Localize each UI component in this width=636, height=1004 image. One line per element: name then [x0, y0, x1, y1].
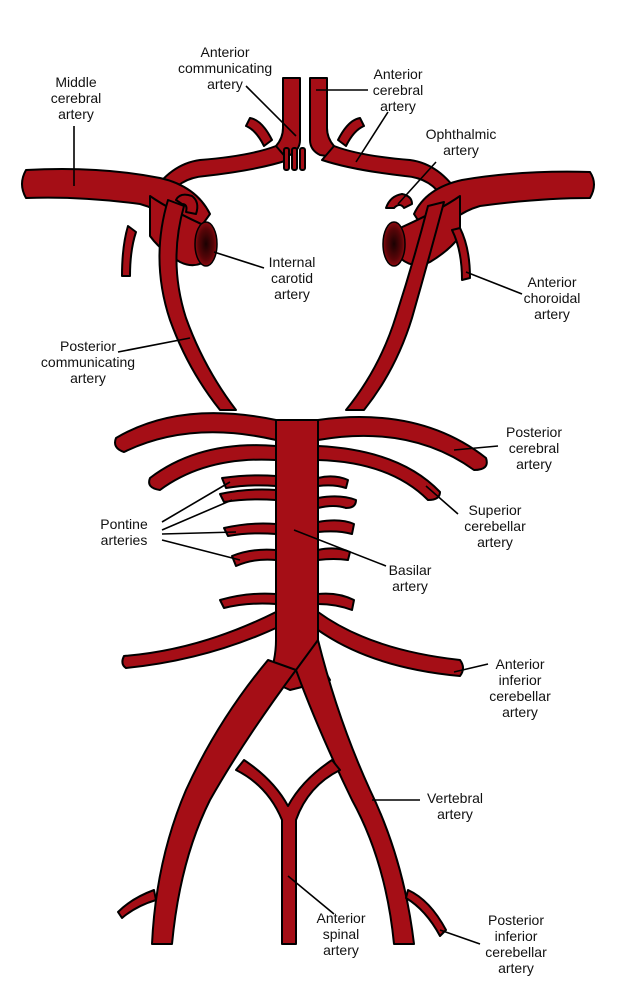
label-posterior-cerebral-artery: Posterior cerebral artery: [505, 424, 563, 472]
artery-segment: [317, 547, 351, 561]
label-anterior-inferior-cerebellar-artery: Anterior inferior cerebellar artery: [489, 656, 551, 720]
leader-line: [465, 271, 523, 295]
label-anterior-choroidal-artery: Anterior choroidal artery: [523, 274, 581, 322]
label-anterior-spinal-artery: Anterior spinal artery: [316, 910, 366, 958]
leader-line: [287, 875, 335, 915]
posterior-cerebral-right: [317, 416, 488, 471]
leader-line: [161, 481, 231, 523]
leader-line: [397, 161, 437, 205]
label-superior-cerebellar-artery: Superior cerebellar artery: [464, 502, 526, 550]
leader-lines: [73, 85, 523, 945]
pica-left: [117, 889, 157, 919]
artery-segment: [299, 147, 306, 171]
leader-line: [355, 111, 389, 163]
artery-segment: [317, 495, 357, 509]
ophthalmic-artery-left: [175, 193, 199, 215]
label-middle-cerebral-artery: Middle cerebral artery: [50, 74, 102, 122]
aica-right: [317, 611, 464, 677]
leader-line: [245, 85, 297, 137]
acar-left-small-branch: [245, 117, 273, 147]
label-pontine-arteries: Pontine arteries: [100, 516, 148, 548]
anterior-choroidal-right: [451, 227, 471, 281]
posterior-communicating-right: [345, 201, 445, 411]
internal-carotid-lumen-right: [382, 221, 406, 267]
pica-right: [405, 889, 447, 937]
label-internal-carotid-artery: Internal carotid artery: [268, 254, 316, 302]
posterior-communicating-left: [158, 199, 237, 411]
aica-left: [121, 611, 277, 669]
label-anterior-cerebral-artery: Anterior cerebral artery: [372, 66, 424, 114]
label-posterior-communicating-artery: Posterior communicating artery: [40, 338, 136, 386]
label-posterior-inferior-cerebellar-artery: Posterior inferior cerebellar artery: [485, 912, 547, 976]
leader-line: [117, 337, 191, 353]
artery-segment: [317, 519, 355, 535]
label-ophthalmic-artery: Ophthalmic artery: [425, 126, 497, 158]
artery-segment: [223, 522, 277, 537]
label-anterior-communicating-artery: Anterior communicating artery: [178, 44, 273, 92]
leader-line: [161, 539, 241, 561]
leader-line: [161, 531, 237, 535]
artery-segment: [219, 592, 277, 609]
leader-line: [453, 445, 499, 451]
superior-cerebellar-left: [148, 444, 277, 491]
artery-segment: [317, 592, 355, 611]
label-basilar-artery: Basilar artery: [388, 562, 432, 594]
pontine-artery: [221, 474, 277, 489]
anterior-choroidal-left: [121, 225, 137, 277]
artery-segment: [317, 475, 349, 489]
ophthalmic-artery-right: [385, 193, 413, 209]
anterior-communicating-artery: [283, 147, 290, 171]
leader-line: [439, 929, 481, 945]
vertebral-artery-right: [295, 639, 415, 945]
leader-line: [293, 529, 387, 567]
leader-line: [425, 485, 459, 515]
artery-segment: [219, 488, 277, 503]
artery-segment: [291, 147, 298, 171]
leader-line: [213, 251, 265, 269]
artery-segment: [231, 548, 277, 567]
superior-cerebellar-right: [317, 445, 441, 501]
leader-line: [161, 499, 233, 531]
acar-right-small-branch: [337, 117, 365, 147]
anterior-spinal-artery: [235, 759, 341, 945]
label-vertebral-artery: Vertebral artery: [426, 790, 484, 822]
internal-carotid-lumen-left: [194, 221, 218, 267]
leader-line: [453, 663, 489, 673]
vertebral-artery-left: [151, 659, 297, 945]
posterior-cerebral-left: [114, 412, 277, 453]
